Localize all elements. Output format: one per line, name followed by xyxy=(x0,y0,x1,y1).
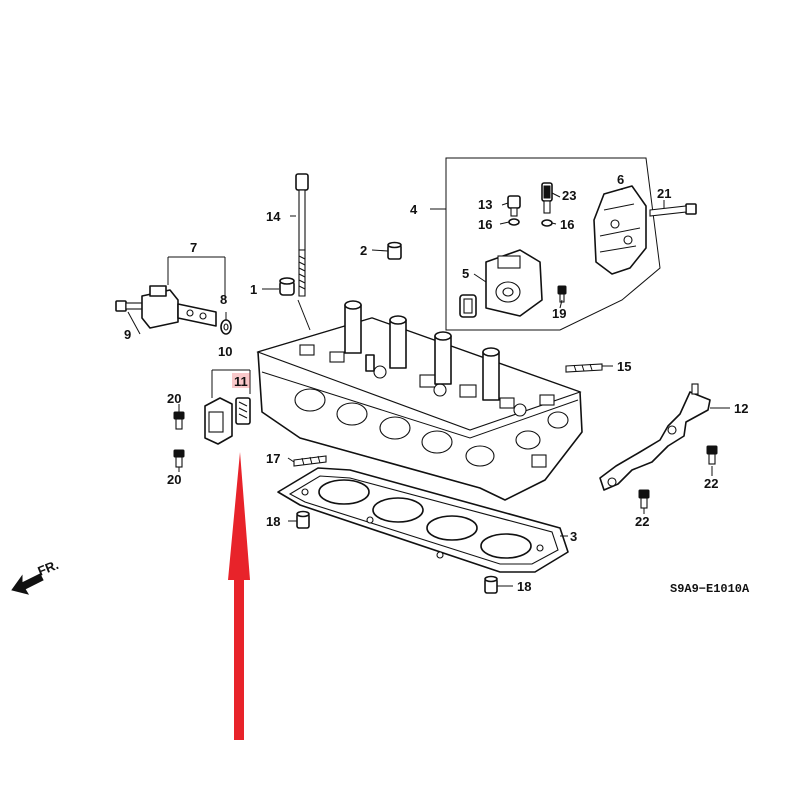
arrow-head-icon xyxy=(228,452,250,580)
bolt-13 xyxy=(507,195,521,217)
label-22-lower: 22 xyxy=(635,514,649,529)
bearing-tower-1 xyxy=(344,300,362,354)
leader-lines xyxy=(127,188,730,587)
dowel-pin-upper xyxy=(296,510,310,529)
rocker-holder-6 xyxy=(593,185,647,275)
label-10: 10 xyxy=(218,344,232,359)
bolt-22-right xyxy=(706,445,718,465)
label-3: 3 xyxy=(570,529,577,544)
filter-11 xyxy=(232,373,251,425)
front-direction-indicator: FR. xyxy=(11,557,61,595)
label-18-lower: 18 xyxy=(517,579,531,594)
label-23: 23 xyxy=(562,188,576,203)
label-17: 17 xyxy=(266,451,280,466)
label-6: 6 xyxy=(617,172,624,187)
head-bolt xyxy=(295,173,309,297)
cylinder-head xyxy=(256,300,583,501)
bracket-12 xyxy=(599,383,711,491)
arrow-shaft xyxy=(234,575,244,740)
label-4: 4 xyxy=(410,202,418,217)
sensor-23 xyxy=(541,182,553,214)
label-20-lower: 20 xyxy=(167,472,181,487)
label-2: 2 xyxy=(360,243,367,258)
label-18-upper: 18 xyxy=(266,514,280,529)
diagram-code: S9A9−E1010A xyxy=(670,582,750,596)
bolt-22-lower xyxy=(638,489,650,509)
assembly-4-box xyxy=(430,157,661,331)
solenoid-5 xyxy=(485,249,543,317)
cap-2 xyxy=(387,241,402,260)
label-16-right: 16 xyxy=(560,217,574,232)
cap-1 xyxy=(279,277,295,296)
gasket-5 xyxy=(459,294,477,318)
bolt-19 xyxy=(557,285,567,303)
label-12: 12 xyxy=(734,401,748,416)
label-13: 13 xyxy=(478,197,492,212)
sensor-10 xyxy=(204,369,251,445)
label-15: 15 xyxy=(617,359,631,374)
label-20-upper: 20 xyxy=(167,391,181,406)
front-arrow-icon xyxy=(11,573,44,595)
stud-15 xyxy=(565,363,603,373)
bolt-20-lower xyxy=(173,449,185,468)
spool-valve-assembly xyxy=(115,256,232,335)
head-gasket xyxy=(277,467,569,573)
label-9: 9 xyxy=(124,327,131,342)
part-labels: 1 2 3 4 5 6 7 8 9 10 12 13 14 15 16 16 1… xyxy=(124,172,748,594)
label-7: 7 xyxy=(190,240,197,255)
front-direction-label: FR. xyxy=(36,557,61,579)
bearing-tower-3 xyxy=(434,331,452,385)
label-11: 11 xyxy=(234,374,248,389)
bolt-21 xyxy=(649,203,697,217)
label-14: 14 xyxy=(266,209,281,224)
label-22-right: 22 xyxy=(704,476,718,491)
label-8: 8 xyxy=(220,292,227,307)
highlight-box xyxy=(232,373,250,388)
label-19: 19 xyxy=(552,306,566,321)
bearing-tower-4 xyxy=(482,347,500,401)
dowel-pin-lower xyxy=(484,575,498,594)
bearing-tower-2 xyxy=(389,315,407,369)
o-ring-16-right xyxy=(541,219,553,227)
label-21: 21 xyxy=(657,186,671,201)
label-16-left: 16 xyxy=(478,217,492,232)
highlight-arrow xyxy=(228,452,250,740)
label-5: 5 xyxy=(462,266,469,281)
bolt-20-upper xyxy=(173,411,185,430)
o-ring-16-left xyxy=(508,218,520,226)
stud-17 xyxy=(293,455,327,467)
label-1: 1 xyxy=(250,282,257,297)
